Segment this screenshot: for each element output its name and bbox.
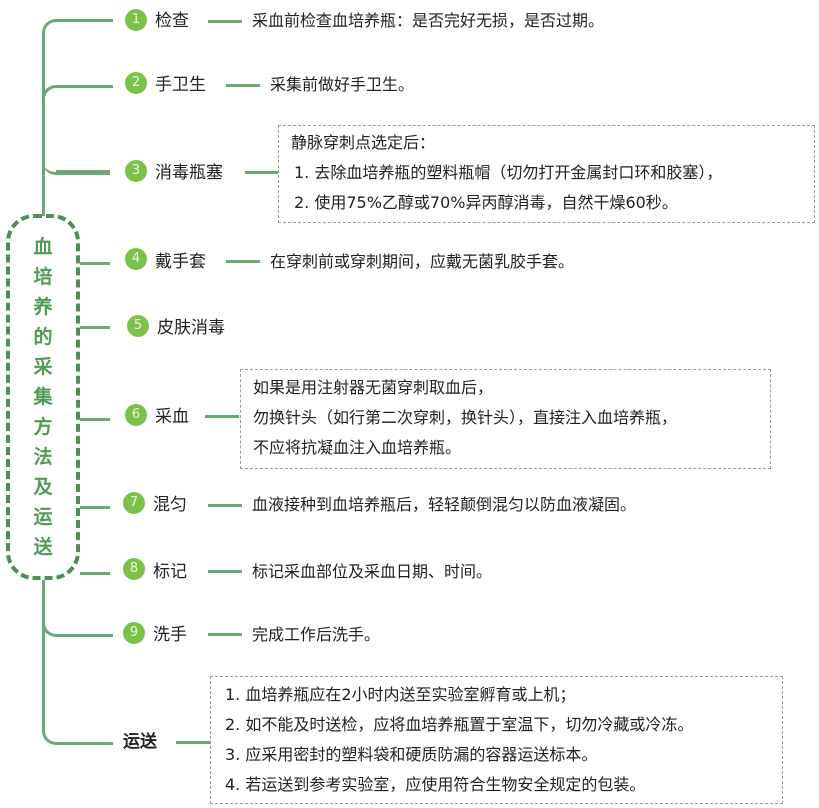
connector-step-4: [80, 262, 110, 265]
step-7-desc-connector: [208, 504, 242, 507]
step-number-badge: 6: [125, 404, 147, 426]
connector-step-3-h: [56, 170, 110, 173]
connector-step-3: [42, 152, 110, 175]
step-label-blood-draw: 采血: [155, 407, 189, 427]
step-label-wash-hands: 洗手: [153, 625, 187, 645]
step-desc-wash-hands: 完成工作后洗手。: [252, 625, 381, 644]
step-desc-hand-hygiene: 采集前做好手卫生。: [270, 75, 415, 94]
root-title-char: 养: [33, 296, 53, 318]
root-node: 血 培 养 的 采 集 方 法 及 运 送: [6, 214, 80, 580]
connector-step-8: [80, 572, 110, 575]
root-title-char: 培: [33, 266, 53, 288]
step-number-badge: 9: [123, 622, 145, 644]
box-line: 2. 如不能及时送检，应将血培养瓶置于室温下，切勿冷藏或冷冻。: [225, 715, 694, 734]
step-number-badge: 5: [127, 315, 149, 337]
box-line: 1. 血培养瓶应在2小时内送至实验室孵育或上机；: [225, 685, 576, 704]
step-6-detail-box: 如果是用注射器无菌穿刺取血后， 勿换针头（如行第二次穿刺，换针头），直接注入血培…: [240, 369, 771, 469]
root-title-char: 的: [33, 326, 53, 348]
step-number-badge: 4: [125, 248, 147, 270]
step-label-label: 标记: [153, 562, 187, 582]
connector-step-5: [80, 326, 110, 329]
step-desc-check: 采血前检查血培养瓶：是否完好无损，是否过期。: [252, 11, 605, 30]
step-label-gloves: 戴手套: [155, 252, 206, 272]
trunk-upper: [42, 34, 45, 216]
step-desc-gloves: 在穿刺前或穿刺期间，应戴无菌乳胶手套。: [270, 252, 575, 271]
connector-step-6: [80, 418, 110, 421]
root-title-char: 送: [33, 536, 53, 558]
root-title-char: 集: [33, 386, 53, 408]
box-line: 3. 应采用密封的塑料袋和硬质防漏的容器运送标本。: [225, 745, 598, 764]
step-number-badge: 2: [125, 72, 147, 94]
root-title-char: 方: [33, 416, 53, 438]
step-2-desc-connector: [226, 84, 260, 87]
box-line: 4. 若运送到参考实验室，应使用符合生物安全规定的包装。: [225, 775, 646, 794]
connector-transport: [42, 700, 113, 745]
connector-step-7: [80, 506, 110, 509]
box-line: 静脉穿刺点选定后：: [291, 133, 436, 152]
step-number-badge: 3: [125, 160, 147, 182]
step-6-desc-connector: [205, 415, 239, 418]
connector-step-2: [42, 85, 113, 104]
step-label-disinfect-stopper: 消毒瓶塞: [155, 163, 223, 183]
step-number-badge: 1: [125, 9, 147, 31]
step-number-badge: 8: [123, 558, 145, 580]
root-title-char: 血: [33, 236, 53, 258]
box-line: 2. 使用75%乙醇或70%异丙醇消毒，自然干燥60秒。: [294, 193, 678, 212]
step-4-desc-connector: [226, 260, 260, 263]
step-1-desc-connector: [208, 20, 242, 23]
box-line: 1. 去除血培养瓶的塑料瓶帽（切勿打开金属封口环和胶塞），: [294, 163, 723, 182]
box-line: 勿换针头（如行第二次穿刺，换针头），直接注入血培养瓶，: [253, 408, 678, 427]
connector-step-1: [42, 19, 113, 38]
root-title-char: 法: [33, 446, 53, 468]
step-9-desc-connector: [208, 633, 242, 636]
step-label-skin-disinfection: 皮肤消毒: [157, 318, 225, 338]
connector-step-9: [42, 616, 113, 637]
step-3-detail-box: 静脉穿刺点选定后： 1. 去除血培养瓶的塑料瓶帽（切勿打开金属封口环和胶塞）， …: [278, 125, 815, 223]
trunk-lower: [42, 580, 45, 730]
step-3-desc-connector: [245, 171, 279, 174]
step-label-mix: 混匀: [153, 495, 187, 515]
root-title-char: 运: [33, 506, 53, 528]
step-desc-label: 标记采血部位及采血日期、时间。: [252, 562, 493, 581]
root-title-char: 采: [33, 356, 53, 378]
step-number-badge: 7: [123, 492, 145, 514]
box-line: 如果是用注射器无菌穿刺取血后，: [253, 378, 494, 397]
step-label-check: 检查: [155, 11, 189, 31]
transport-detail-box: 1. 血培养瓶应在2小时内送至实验室孵育或上机； 2. 如不能及时送检，应将血培…: [210, 676, 783, 804]
transport-label: 运送: [123, 732, 157, 752]
step-label-hand-hygiene: 手卫生: [155, 75, 206, 95]
step-desc-mix: 血液接种到血培养瓶后，轻轻颠倒混匀以防血液凝固。: [252, 495, 637, 514]
box-line: 不应将抗凝血注入血培养瓶。: [253, 438, 462, 457]
transport-desc-connector: [176, 741, 210, 744]
step-8-desc-connector: [208, 570, 242, 573]
root-title-char: 及: [33, 476, 53, 498]
